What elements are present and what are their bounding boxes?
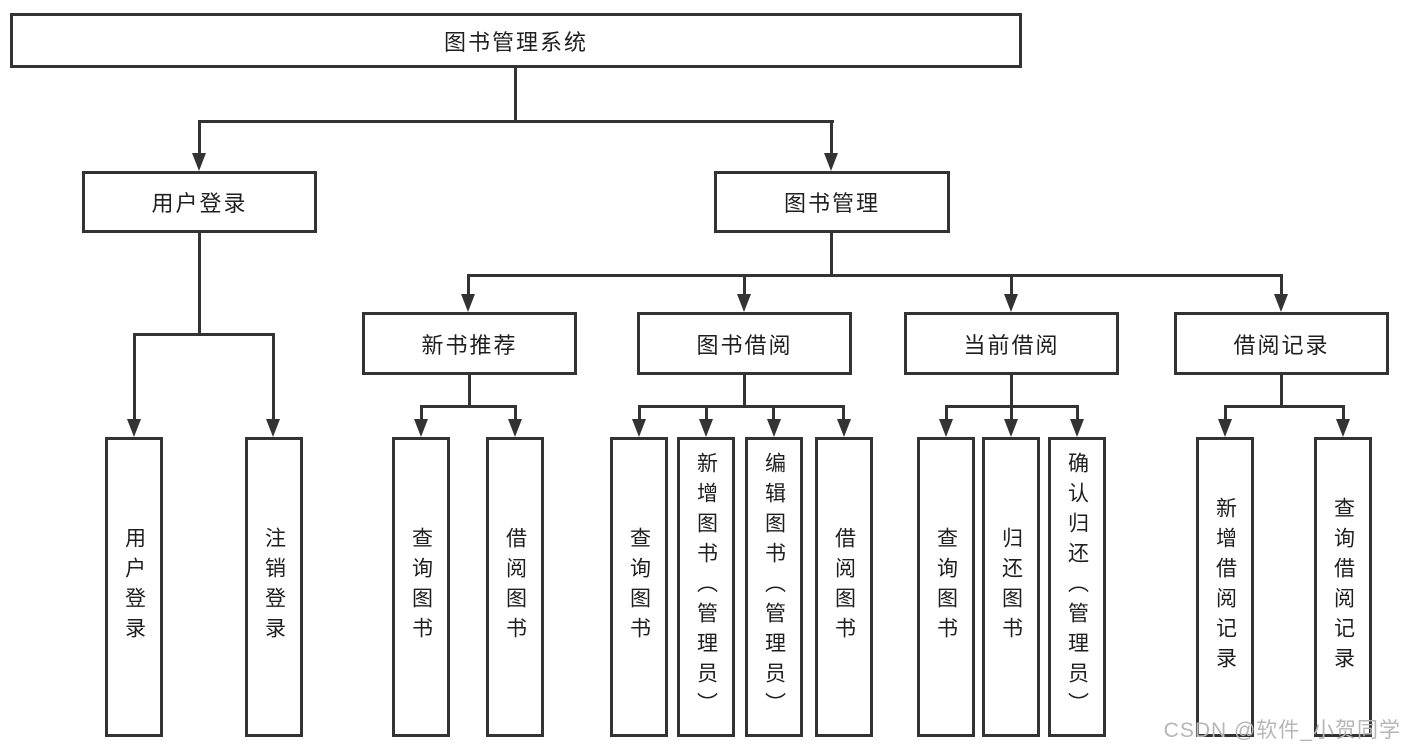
node-logout-leaf: 注销登录 [245,437,303,737]
node-current-borrowing: 当前借阅 [904,312,1119,375]
node-records-add-record-label: 新增借阅记录 [1213,497,1237,677]
connector-new-book-bar [420,405,516,408]
node-current-query-books: 查询图书 [917,437,975,737]
arrowhead-down-current-return [1004,419,1018,437]
node-user-login-leaf-label: 用户登录 [122,527,146,647]
node-new-book-recommendation-label: 新书推荐 [421,332,518,358]
connector-book-management-drop [830,233,833,274]
connector-root-bar [198,120,834,123]
node-borrow-borrow-books: 借阅图书 [815,437,873,737]
connector-stem-book-management [830,120,833,154]
node-newbook-borrow-books-label: 借阅图书 [503,527,527,647]
arrowhead-down-borrow-borrow [837,419,851,437]
node-newbook-borrow-books: 借阅图书 [486,437,544,737]
node-current-confirm-return-admin-label: 确认归还（管理员） [1065,452,1089,722]
connector-borrowing-records-bar [1224,405,1344,408]
node-logout-leaf-label: 注销登录 [262,527,286,647]
arrowhead-down-borrow-query [632,419,646,437]
arrowhead-down-records-add [1218,419,1232,437]
node-borrow-add-books-admin: 新增图书（管理员） [677,437,735,737]
arrowhead-down-borrow-add [699,419,713,437]
arrowhead-down-borrowing-records [1274,294,1288,312]
node-borrow-query-books-label: 查询图书 [627,527,651,647]
arrowhead-down-book-management [824,153,838,171]
connector-stem-borrow-query [638,405,641,420]
node-book-borrowing-label: 图书借阅 [696,332,793,358]
connector-stem-book-borrowing [743,274,746,295]
connector-new-book-drop [468,375,471,405]
node-book-borrowing: 图书借阅 [637,312,852,375]
node-borrow-query-books: 查询图书 [610,437,668,737]
connector-current-borrowing-drop [1010,375,1013,405]
node-user-login-leaf: 用户登录 [105,437,163,737]
connector-borrowing-records-drop [1280,375,1283,405]
node-current-confirm-return-admin: 确认归还（管理员） [1048,437,1106,737]
node-records-add-record: 新增借阅记录 [1196,437,1254,737]
arrowhead-down-book-borrowing [737,294,751,312]
node-borrow-edit-books-admin: 编辑图书（管理员） [745,437,803,737]
node-newbook-query-books: 查询图书 [392,437,450,737]
connector-stem-current-return [1010,405,1013,420]
connector-user-login-drop [198,233,201,333]
node-current-return-books-label: 归还图书 [999,527,1023,647]
connector-stem-borrowing-records [1280,274,1283,295]
connector-stem-records-query [1342,405,1345,420]
node-borrow-borrow-books-label: 借阅图书 [832,527,856,647]
node-current-query-books-label: 查询图书 [934,527,958,647]
connector-root-drop [514,68,517,120]
arrowhead-down-current-borrowing [1004,294,1018,312]
node-root: 图书管理系统 [10,13,1022,68]
node-borrowing-records-label: 借阅记录 [1233,332,1330,358]
arrowhead-down-leaf-user-login [127,419,141,437]
node-current-borrowing-label: 当前借阅 [963,332,1060,358]
connector-book-borrowing-bar [638,405,845,408]
arrowhead-down-current-query [939,419,953,437]
node-records-query-record-label: 查询借阅记录 [1331,497,1355,677]
arrowhead-down-user-login [192,153,206,171]
node-user-login: 用户登录 [82,171,317,233]
connector-user-login-bar [133,333,275,336]
node-newbook-query-books-label: 查询图书 [409,527,433,647]
arrowhead-down-records-query [1336,419,1350,437]
connector-stem-newbook-borrow [514,405,517,420]
connector-book-management-bar [467,274,1281,277]
node-new-book-recommendation: 新书推荐 [362,312,577,375]
connector-book-borrowing-drop [743,375,746,405]
csdn-watermark: CSDN @软件_小贺同学 [1163,719,1401,742]
connector-stem-leaf-logout [272,333,275,419]
node-borrowing-records: 借阅记录 [1174,312,1389,375]
node-current-return-books: 归还图书 [982,437,1040,737]
connector-stem-records-add [1224,405,1227,420]
node-user-login-label: 用户登录 [151,191,248,216]
node-book-management: 图书管理 [714,171,950,233]
connector-stem-borrow-edit [772,405,775,420]
connector-stem-user-login [198,120,201,154]
arrowhead-down-borrow-edit [767,419,781,437]
arrowhead-down-newbook-query [414,419,428,437]
node-records-query-record: 查询借阅记录 [1314,437,1372,737]
node-borrow-add-books-admin-label: 新增图书（管理员） [694,452,718,722]
arrowhead-down-leaf-logout [266,419,280,437]
connector-stem-current-borrowing [1010,274,1013,295]
arrowhead-down-newbook-borrow [508,419,522,437]
connector-stem-current-query [945,405,948,420]
connector-stem-leaf-user-login [133,333,136,419]
connector-stem-borrow-add [705,405,708,420]
connector-stem-borrow-borrow [842,405,845,420]
arrowhead-down-new-book [461,294,475,312]
connector-stem-newbook-query [420,405,423,420]
connector-stem-current-confirm [1076,405,1079,420]
connector-stem-new-book [467,274,470,295]
arrowhead-down-current-confirm [1070,419,1084,437]
node-book-management-label: 图书管理 [783,191,880,216]
node-root-label: 图书管理系统 [443,29,588,55]
node-borrow-edit-books-admin-label: 编辑图书（管理员） [762,452,786,722]
